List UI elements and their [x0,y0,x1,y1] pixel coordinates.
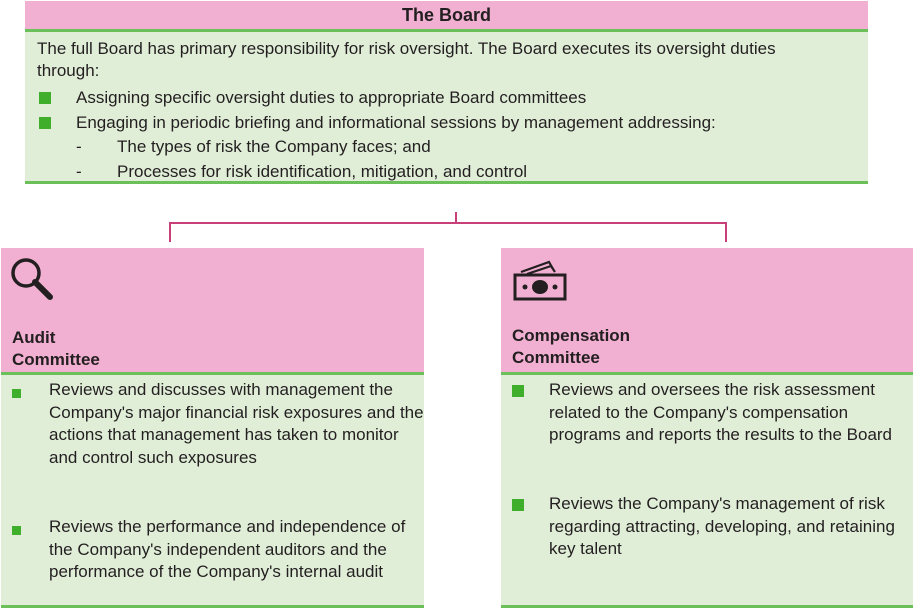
bullet-square-icon [512,385,524,397]
board-intro: The full Board has primary responsibilit… [37,39,776,80]
board-title: The Board [25,1,868,29]
connector-horizontal [169,222,727,224]
audit-committee-panel: Reviews and discusses with management th… [1,372,424,608]
compensation-committee-header: Compensation Committee [501,248,913,372]
magnifier-icon [11,258,53,300]
bullet-square-icon [39,92,51,104]
bullet-square-icon [12,526,21,535]
bullet-square-icon [512,499,524,511]
audit-title-line1: Audit [12,328,56,347]
board-panel: The full Board has primary responsibilit… [25,29,868,184]
bullet-square-icon [39,117,51,129]
compensation-title-line2: Committee [512,348,600,367]
connector-left [169,222,171,242]
bullet-square-icon [12,389,21,398]
compensation-title-line1: Compensation [512,326,631,345]
connector-right [725,222,727,242]
audit-title-line2: Committee [12,350,100,369]
compensation-committee-panel: Reviews and oversees the risk assessment… [501,372,913,608]
cash-icon [513,260,567,301]
audit-committee-header: Audit Committee [1,248,424,372]
connector-stem [455,212,457,223]
